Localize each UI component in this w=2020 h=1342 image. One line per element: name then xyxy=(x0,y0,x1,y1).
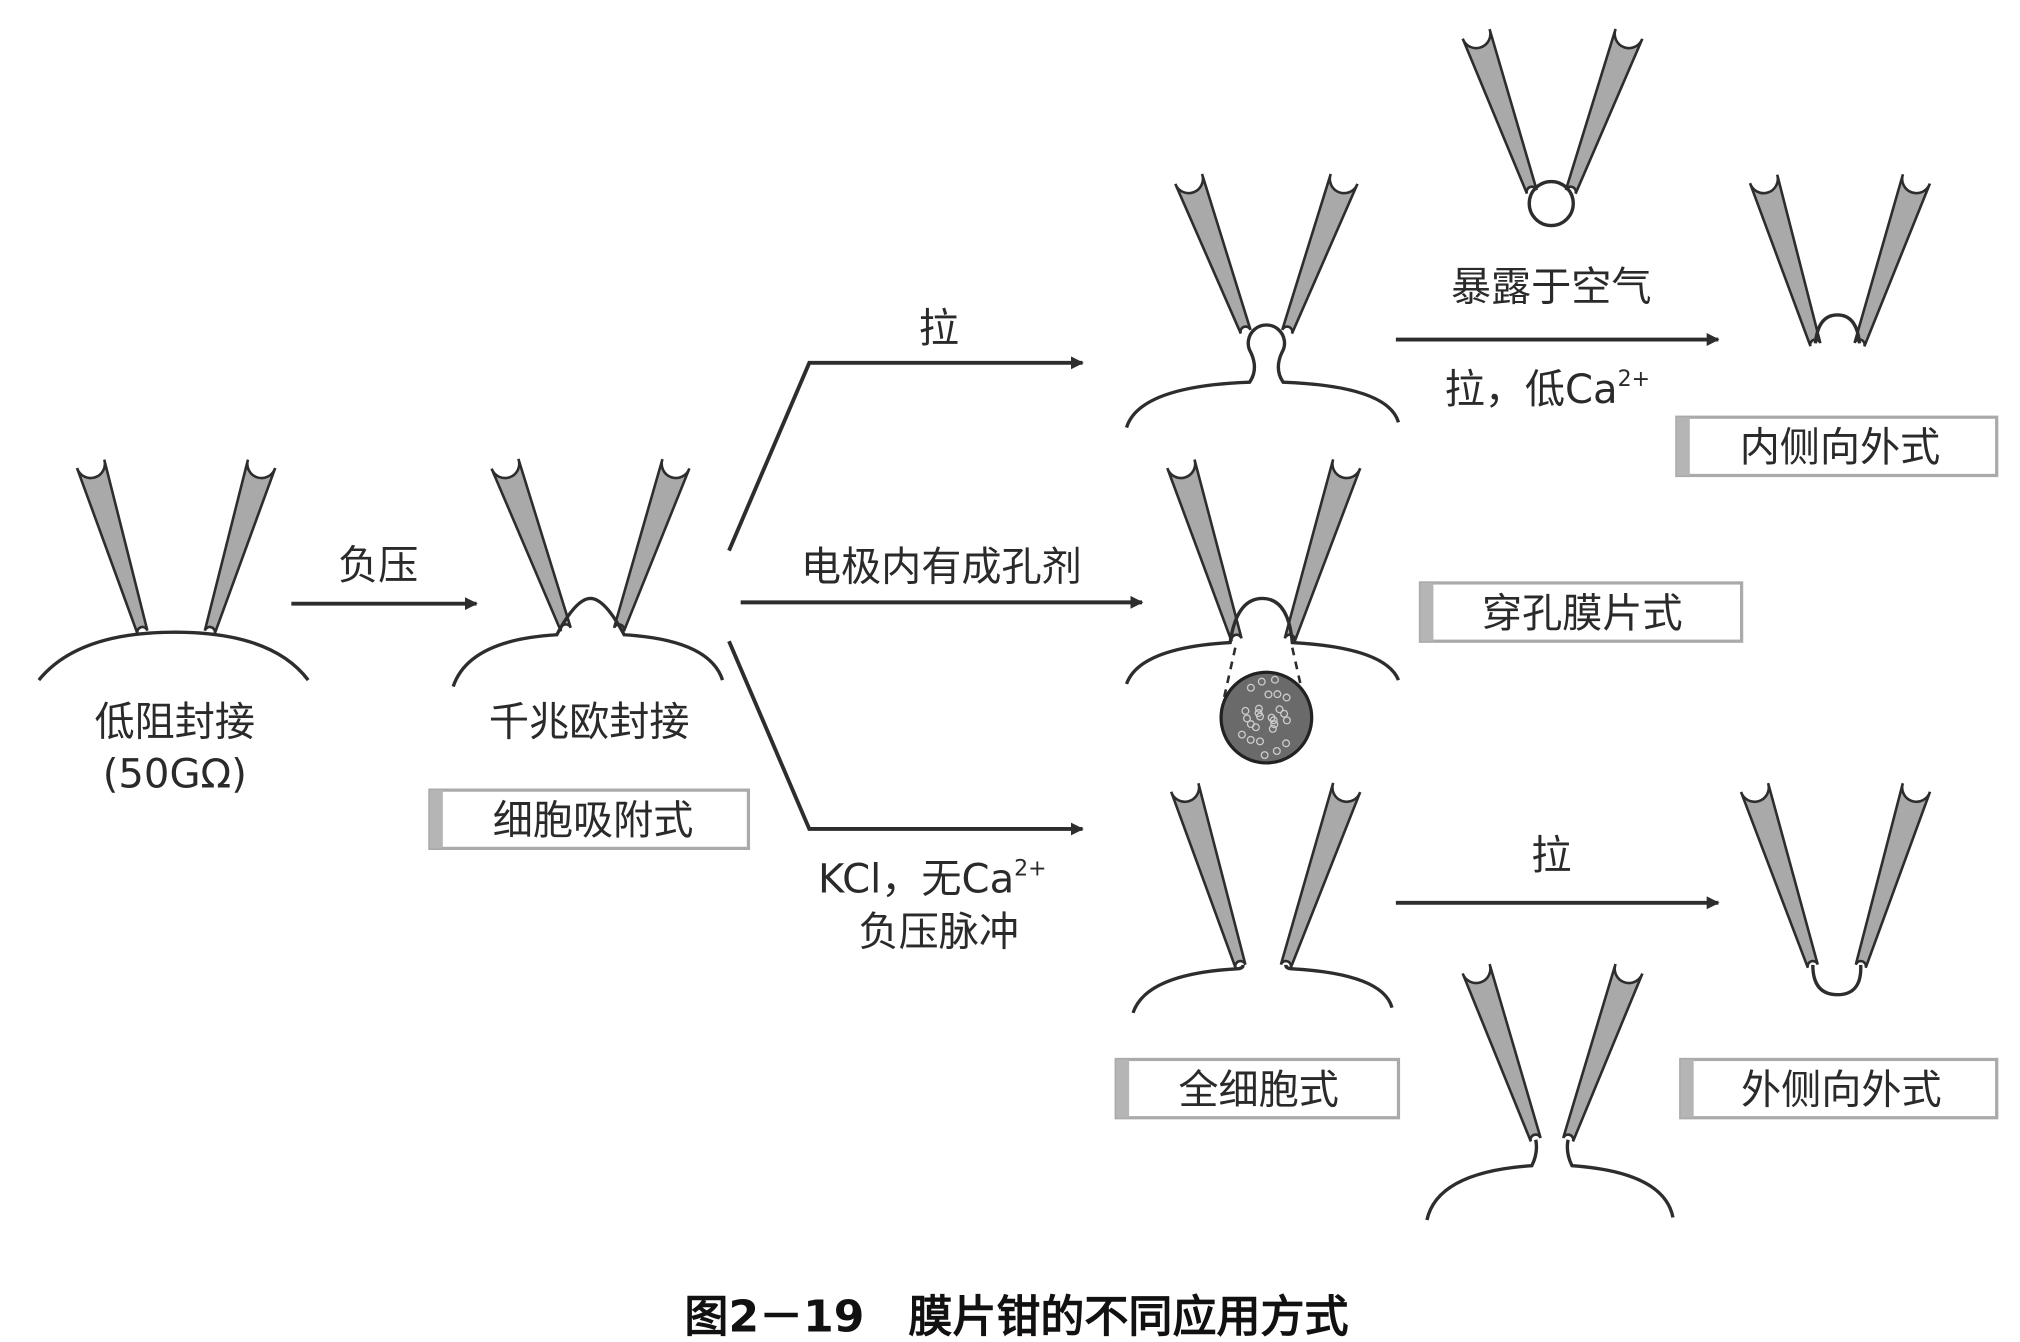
pore-dot xyxy=(1254,704,1263,713)
pipette-vesicle-right-wall xyxy=(1564,28,1644,195)
pipette-giga-seal-right-wall xyxy=(612,458,691,632)
pipette-inside-out-right-wall xyxy=(1853,173,1932,347)
cell-membrane-perforated xyxy=(1124,596,1401,685)
pore-dot xyxy=(1270,675,1279,684)
pipette-giga-seal-left-wall xyxy=(490,458,572,632)
cell-membrane-outside-out-precursor xyxy=(1425,1139,1675,1221)
label-kcl-no-ca: KCl，无Ca2+ xyxy=(818,856,1047,902)
perforated-membrane-disc xyxy=(1219,670,1314,765)
pore-dot xyxy=(1273,690,1282,699)
pore-dot xyxy=(1237,730,1246,739)
label-pull-low-ca: 拉，低Ca2+ xyxy=(1445,367,1650,413)
pore-dot xyxy=(1282,739,1291,748)
pore-dot xyxy=(1272,746,1281,755)
cell-membrane-giga-seal xyxy=(451,596,725,688)
label-giga-seal: 千兆欧封接 xyxy=(489,700,690,746)
pipettes xyxy=(75,28,1932,1142)
mode-box-cell-attached: 细胞吸附式 xyxy=(428,788,751,851)
pipette-inside-out-left-wall xyxy=(1748,174,1822,347)
label-air-exposure: 暴露于空气 xyxy=(1451,265,1652,311)
outside-out-patch xyxy=(1811,964,1863,997)
pipette-outside-out-right-wall xyxy=(1854,782,1932,969)
pore-dot xyxy=(1282,693,1291,702)
pipette-pulled-left-wall xyxy=(1174,173,1252,335)
pore-dot xyxy=(1246,735,1255,744)
mode-box-outside-out: 外侧向外式 xyxy=(1679,1057,1999,1120)
cell-membrane-whole-cell xyxy=(1131,964,1394,1014)
mode-label: 细胞吸附式 xyxy=(493,798,694,844)
pipette-whole-cell-left-wall xyxy=(1169,782,1247,969)
pore-dot xyxy=(1275,705,1284,714)
label-low-seal-value: (50GΩ) xyxy=(103,752,247,798)
cell-membrane-low-seal xyxy=(37,630,310,682)
arrow-branch-kcl xyxy=(727,640,1084,836)
pipette-outside-out-precursor-left-wall xyxy=(1461,963,1542,1142)
arrow-branch-pull xyxy=(727,356,1084,552)
pore-dot xyxy=(1269,716,1278,725)
label-pull-bottom: 拉 xyxy=(1531,833,1571,879)
pore-dots xyxy=(1237,675,1291,760)
mode-label: 内侧向外式 xyxy=(1740,425,1941,471)
pipette-outside-out-left-wall xyxy=(1739,782,1819,969)
pore-dot xyxy=(1241,706,1250,715)
pore-dot xyxy=(1268,724,1277,733)
cell-membrane-inside-out-precursor xyxy=(1124,323,1401,429)
mode-box-inside-out: 内侧向外式 xyxy=(1675,415,1999,478)
pore-dot xyxy=(1280,709,1289,718)
figure-caption: 图2－19 膜片钳的不同应用方式 xyxy=(684,1291,1348,1342)
pore-dot xyxy=(1246,683,1255,692)
label-negative-pressure: 负压 xyxy=(338,543,418,589)
label-pore-agent: 电极内有成孔剂 xyxy=(801,544,1082,590)
pore-dot xyxy=(1260,751,1269,760)
pipette-outside-out-precursor-right-wall xyxy=(1561,963,1644,1142)
inside-out-patch xyxy=(1813,313,1862,344)
mode-box-perforated-patch: 穿孔膜片式 xyxy=(1418,581,1744,643)
pipette-perforated-left-wall xyxy=(1166,459,1243,642)
pipette-low-seal-right-wall xyxy=(203,459,277,635)
pore-dot xyxy=(1257,677,1266,686)
mode-box-whole-cell: 全细胞式 xyxy=(1114,1057,1401,1120)
perforation-dash-left xyxy=(1222,647,1237,700)
pore-dot xyxy=(1255,737,1265,746)
pipette-low-seal-left-wall xyxy=(75,459,149,635)
pore-dot xyxy=(1242,714,1251,723)
label-low-seal: 低阻封接 xyxy=(95,700,255,746)
pore-dot xyxy=(1270,720,1279,729)
mode-label: 外侧向外式 xyxy=(1741,1067,1942,1113)
pipette-whole-cell-right-wall xyxy=(1279,782,1362,969)
pipette-vesicle-left-wall xyxy=(1461,28,1538,195)
membrane-vesicle xyxy=(1527,179,1575,228)
label-negative-pulse: 负压脉冲 xyxy=(859,910,1020,956)
pore-dot xyxy=(1282,716,1291,725)
pore-dot xyxy=(1264,690,1273,699)
pipette-pulled-right-wall xyxy=(1281,173,1359,335)
mode-label: 全细胞式 xyxy=(1178,1067,1339,1113)
mode-label: 穿孔膜片式 xyxy=(1482,591,1683,637)
pore-dot xyxy=(1254,709,1263,718)
pore-dot xyxy=(1246,720,1255,729)
label-pull-top: 拉 xyxy=(919,306,959,352)
pipette-perforated-right-wall xyxy=(1283,459,1362,642)
